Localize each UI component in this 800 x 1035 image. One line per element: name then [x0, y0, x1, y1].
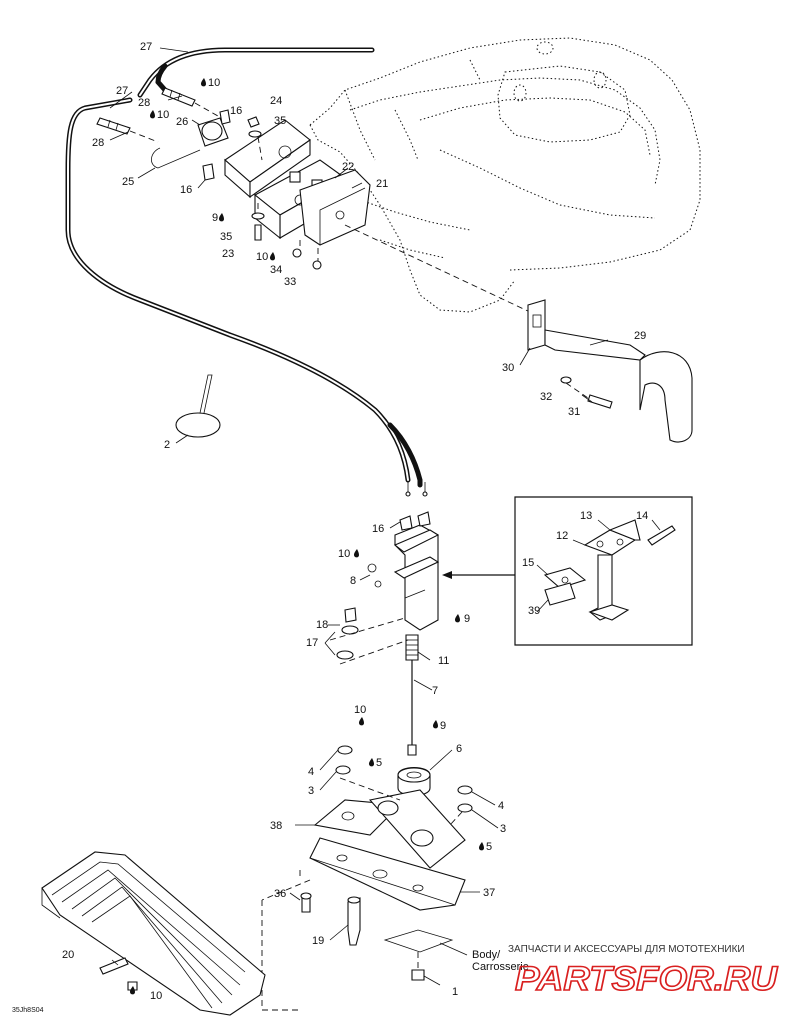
loctite-icon: [218, 213, 224, 222]
callout: 16: [372, 523, 384, 535]
callout: 36: [274, 888, 286, 900]
callout: 22: [342, 161, 354, 173]
inset-detail: [514, 496, 693, 646]
callout: 25: [122, 176, 134, 188]
watermark: ЗАПЧАСТИ И АКСЕССУАРЫ ДЛЯ МОТОТЕХНИКИ PA…: [508, 944, 779, 999]
loctite-icon: [200, 78, 206, 87]
mount-bracket: [329, 511, 515, 756]
callout: 10: [338, 548, 350, 560]
callout: 34: [270, 264, 282, 276]
callout: 26: [176, 116, 188, 128]
callout: 7: [432, 685, 438, 697]
callout: 35: [274, 115, 286, 127]
callout-labels: 27 10 27 28 10 16 24 26 35 28 25 16 22 2…: [62, 41, 648, 1002]
callout: 9: [440, 720, 446, 732]
callout: 9: [212, 212, 218, 224]
callout: 23: [222, 248, 234, 260]
callout: 8: [350, 575, 356, 587]
callout: 35: [220, 231, 232, 243]
throttle-housing: [151, 109, 531, 313]
callout: 20: [62, 949, 74, 961]
callout: 33: [284, 276, 296, 288]
handle-bracket: [527, 299, 693, 443]
hinge-assembly: [261, 745, 473, 1011]
loctite-icon: [149, 110, 155, 119]
callout: 2: [164, 439, 170, 451]
callout: 12: [556, 530, 568, 542]
footrest: [41, 851, 266, 1016]
callout: 39: [528, 605, 540, 617]
callout: 10: [157, 109, 169, 121]
callout: 10: [256, 251, 268, 263]
callout: 18: [316, 619, 328, 631]
callout: 11: [438, 655, 449, 667]
callout: 24: [270, 95, 282, 107]
watermark-logo: PARTSFOR.RU: [515, 960, 779, 998]
loctite-icon: [358, 717, 364, 726]
callout: 10: [354, 704, 366, 716]
callout: 30: [502, 362, 514, 374]
callout: 5: [376, 757, 382, 769]
callout: 19: [312, 935, 324, 947]
loctite-icon: [269, 252, 275, 261]
callout: 28: [138, 97, 150, 109]
callout: 4: [498, 800, 504, 812]
callout: 27: [140, 41, 152, 53]
callout: 21: [376, 178, 388, 190]
watermark-text: ЗАПЧАСТИ И АКСЕССУАРЫ ДЛЯ МОТОТЕХНИКИ: [508, 944, 745, 955]
callout: 16: [180, 184, 192, 196]
callout: 31: [568, 406, 580, 418]
callout: 28: [92, 137, 104, 149]
body-label-fr: Carrosserie: [472, 961, 529, 973]
loctite-icon: [478, 842, 484, 851]
callout: 16: [230, 105, 242, 117]
callout: 4: [308, 766, 314, 778]
callout: 5: [486, 841, 492, 853]
loctite-icon: [353, 549, 359, 558]
callout: 17: [306, 637, 318, 649]
callout: 37: [483, 887, 495, 899]
callout: 6: [456, 743, 462, 755]
loctite-icon: [368, 758, 374, 767]
cable-tie: [175, 374, 221, 438]
callout: 10: [150, 990, 162, 1002]
body-label-en: Body/: [472, 949, 501, 961]
callout: 3: [500, 823, 506, 835]
callout: 1: [452, 986, 458, 998]
callout: 9: [464, 613, 470, 625]
callout: 14: [636, 510, 648, 522]
callout: 38: [270, 820, 282, 832]
callout: 3: [308, 785, 314, 797]
callout: 27: [116, 85, 128, 97]
body-label: Body/ Carrosserie: [472, 949, 529, 973]
callout: 29: [634, 330, 646, 342]
loctite-icon: [129, 986, 135, 995]
callout: 32: [540, 391, 552, 403]
callout: 13: [580, 510, 592, 522]
callout: 10: [208, 77, 220, 89]
loctite-icon: [454, 614, 460, 623]
throttle-cable: [65, 47, 428, 497]
hood-outline: [309, 37, 701, 313]
drawing-code: 35Jh8S04: [12, 1007, 44, 1014]
callout: 15: [522, 557, 534, 569]
leader-lines: [109, 47, 661, 986]
loctite-icon: [432, 720, 438, 729]
